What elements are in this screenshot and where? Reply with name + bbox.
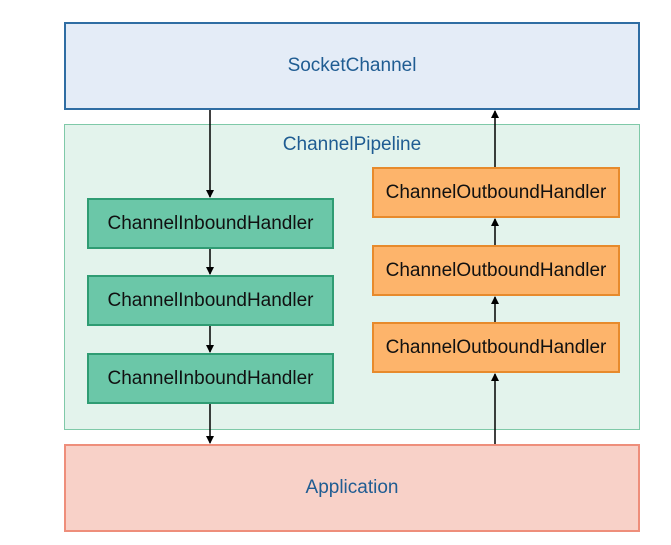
outbound-handler-1: ChannelOutboundHandler [372,167,620,218]
inbound-handler-1: ChannelInboundHandler [87,198,334,249]
inbound-handler-label: ChannelInboundHandler [107,289,314,311]
inbound-handler-label: ChannelInboundHandler [107,212,314,234]
inbound-handler-label: ChannelInboundHandler [107,367,314,389]
channel-pipeline-label: ChannelPipeline [282,134,422,155]
outbound-handler-label: ChannelOutboundHandler [385,181,607,203]
socket-channel-label: SocketChannel [287,55,417,76]
outbound-handler-3: ChannelOutboundHandler [372,322,620,373]
application-label: Application [305,477,399,498]
outbound-handler-label: ChannelOutboundHandler [385,259,607,281]
inbound-handler-2: ChannelInboundHandler [87,275,334,326]
outbound-handler-2: ChannelOutboundHandler [372,245,620,296]
inbound-handler-3: ChannelInboundHandler [87,353,334,404]
application-box: Application [64,444,640,532]
socket-channel-box: SocketChannel [64,22,640,110]
outbound-handler-label: ChannelOutboundHandler [385,336,607,358]
